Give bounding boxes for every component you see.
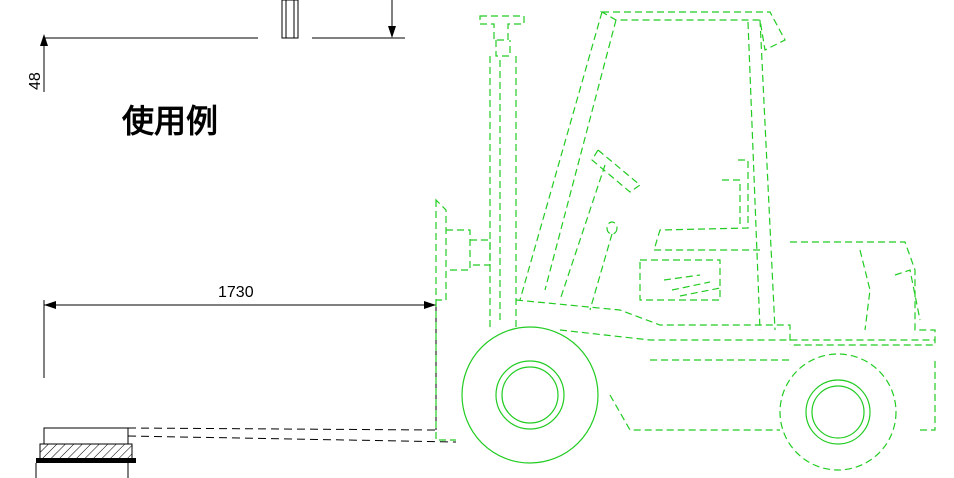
height-label: 48: [27, 72, 44, 90]
pallet-product: [35, 427, 136, 478]
length-dimension: 1730: [43, 284, 437, 430]
length-label: 1730: [218, 284, 254, 301]
page-title: 使用例: [121, 102, 218, 140]
forklift-outline: [435, 11, 936, 471]
height-dimension: 48: [27, 0, 405, 92]
load-lines: [44, 427, 457, 443]
